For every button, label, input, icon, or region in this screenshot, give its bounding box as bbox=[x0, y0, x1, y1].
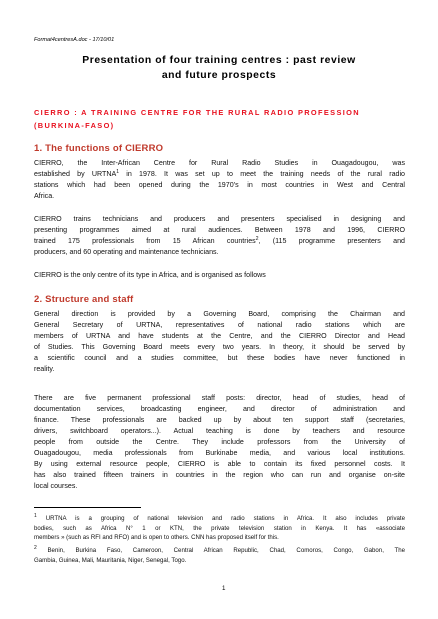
text-line: General Secretary of URTNA, representati… bbox=[34, 321, 405, 329]
text-line: 1 URTNA is a grouping of national televi… bbox=[34, 513, 405, 523]
footnote-2: 2 Benin, Burkina Faso, Cameroon, Central… bbox=[34, 546, 405, 565]
text-line: By using external resource people, CIERR… bbox=[34, 460, 405, 468]
section-heading-line-2: (BURKINA-FASO) bbox=[34, 121, 115, 130]
text-line: a scientific council and a studies commi… bbox=[34, 354, 405, 362]
text-line: CIERRO, the Inter-African Centre for Rur… bbox=[34, 159, 405, 167]
text-line: There are five permanent professional st… bbox=[34, 394, 405, 402]
text-line: Ouagadougou, media professionals from Bu… bbox=[34, 449, 405, 457]
document-title: Presentation of four training centres : … bbox=[40, 53, 398, 83]
text-line: producers, and 60 operating and maintena… bbox=[34, 248, 219, 256]
text-line: 2 Benin, Burkina Faso, Cameroon, Central… bbox=[34, 545, 405, 555]
paragraph-functions-1: CIERRO, the Inter-African Centre for Rur… bbox=[34, 158, 405, 202]
footnote-ref-2: 2 bbox=[255, 236, 259, 242]
title-line-2: and future prospects bbox=[161, 70, 277, 81]
paragraph-structure-2: There are five permanent professional st… bbox=[34, 393, 405, 492]
text-line: documentation services, broadcasting eng… bbox=[34, 405, 405, 413]
file-header: Format4centresA.doc - 17/10/01 bbox=[34, 37, 115, 43]
text-line: has also trained fifteen trainers in cou… bbox=[34, 471, 405, 479]
footnote-1: 1 URTNA is a grouping of national televi… bbox=[34, 514, 405, 543]
title-line-1: Presentation of four training centres : … bbox=[82, 55, 356, 66]
footnote-marker-1: 1 bbox=[34, 513, 37, 519]
paragraph-functions-2: CIERRO trains technicians and producers … bbox=[34, 214, 405, 258]
text-line: reality. bbox=[34, 365, 55, 373]
footnote-ref-1: 1 bbox=[116, 169, 119, 175]
text-line: trained 175 professionals from 15 Africa… bbox=[34, 236, 405, 246]
page-number: 1 bbox=[222, 585, 226, 592]
text-line: of Studies. This Governing Board meets e… bbox=[34, 343, 405, 351]
text-line: members of URTNA and have students at th… bbox=[34, 332, 405, 340]
heading-structure: 2. Structure and staff bbox=[34, 294, 134, 305]
text-line: Africa. bbox=[34, 192, 55, 200]
section-heading: CIERRO : A TRAINING CENTRE FOR THE RURAL… bbox=[34, 106, 406, 132]
text-line: people from outside the Centre. They inc… bbox=[34, 438, 405, 446]
text-line: bodies, such as Africa N° 1 or KTN, the … bbox=[34, 524, 405, 532]
footnote-divider bbox=[34, 507, 141, 508]
text-line: local courses. bbox=[34, 482, 78, 490]
text-line: CIERRO trains technicians and producers … bbox=[34, 215, 405, 223]
text-line: stations which had been opened during th… bbox=[34, 181, 405, 189]
paragraph-structure-1: General direction is provided by a Gover… bbox=[34, 309, 405, 375]
text-line: drivers, switchboard operators...). Actu… bbox=[34, 427, 405, 435]
text-line: members » (such as RFI and RFO) and is o… bbox=[34, 534, 279, 541]
section-heading-line-1: CIERRO : A TRAINING CENTRE FOR THE RURAL… bbox=[34, 108, 360, 117]
text-line: Gambia, Guinea, Mali, Mauritania, Niger,… bbox=[34, 556, 187, 564]
footnote-marker-2: 2 bbox=[34, 545, 37, 551]
text-line: established by URTNA1 in 1978. It was se… bbox=[34, 169, 405, 179]
paragraph-functions-3: CIERRO is the only centre of its type in… bbox=[34, 271, 266, 279]
heading-functions: 1. The functions of CIERRO bbox=[34, 143, 164, 154]
text-line: finance. These professionals are backed … bbox=[34, 416, 405, 424]
text-line: presenting programmes aimed at rural aud… bbox=[34, 226, 405, 234]
text-line: General direction is provided by a Gover… bbox=[34, 310, 405, 318]
